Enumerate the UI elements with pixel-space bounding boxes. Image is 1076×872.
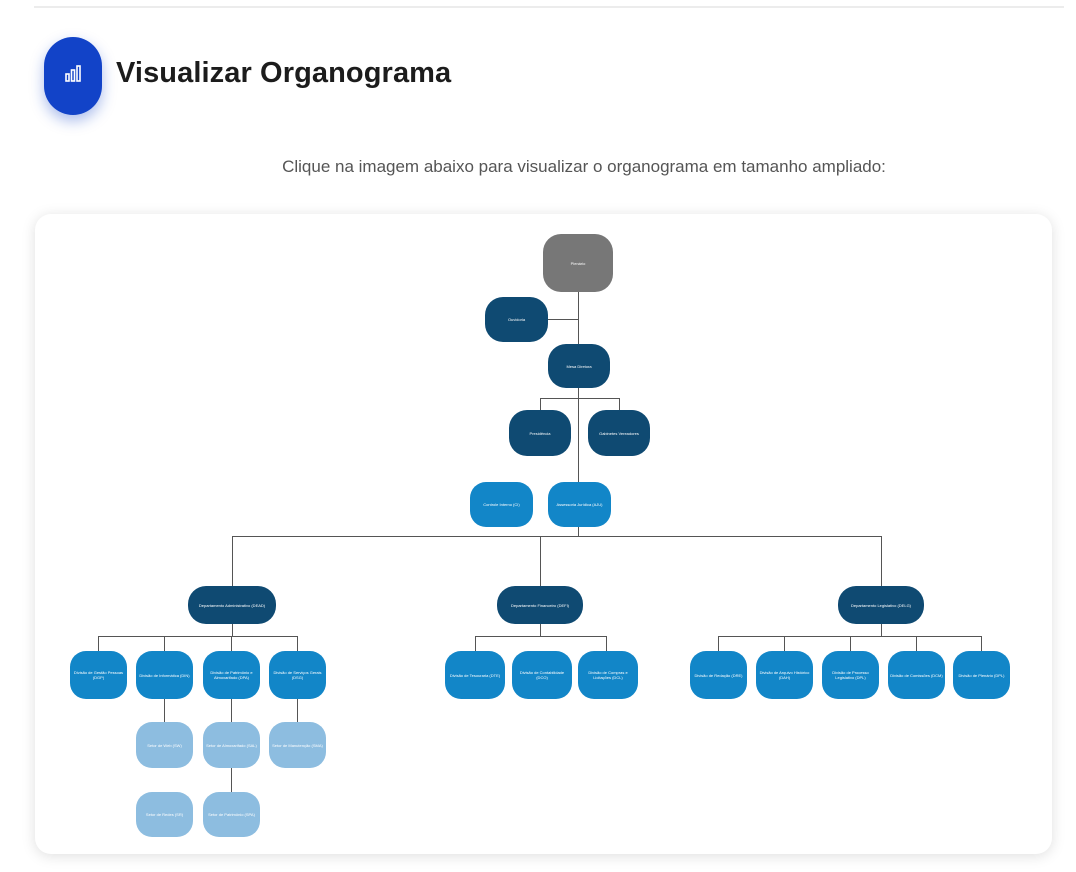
connector <box>540 624 541 636</box>
instructions-text: Clique na imagem abaixo para visualizar … <box>282 157 886 176</box>
org-node-div-informatica: Divisão de Informática (DIN) <box>136 651 193 699</box>
org-node-div-contabilidade: Divisão de Contabilidade (DCO) <box>512 651 572 699</box>
connector <box>619 398 620 410</box>
org-node-div-tesouraria: Divisão de Tesouraria (DTE) <box>445 651 505 699</box>
connector <box>578 292 579 536</box>
connector <box>98 636 297 637</box>
connector <box>232 624 233 636</box>
connector <box>164 697 165 722</box>
org-node-mesa-diretora: Mesa Diretora <box>548 344 610 388</box>
header-icon-badge <box>44 37 102 115</box>
connector <box>297 697 298 722</box>
org-node-dept-legislativo: Departamento Legislativo (DELG) <box>838 586 924 624</box>
connector <box>164 636 165 651</box>
connector <box>784 636 785 651</box>
connector <box>231 636 232 651</box>
org-node-div-processo: Divisão de Processo Legislativo (DPL) <box>822 651 879 699</box>
page-title: Visualizar Organograma <box>116 57 452 89</box>
connector <box>297 636 298 651</box>
org-node-dept-administrativo: Departamento Administrativo (DEAD) <box>188 586 276 624</box>
connector <box>981 636 982 651</box>
org-chart-image[interactable]: Plenário Ouvidoria Mesa Diretora Presidê… <box>35 214 1052 854</box>
org-node-div-arquivo: Divisão de Arquivo Histórico (DAH) <box>756 651 813 699</box>
org-node-div-comissoes: Divisão de Comissões (DCM) <box>888 651 945 699</box>
connector <box>540 398 620 399</box>
connector <box>475 636 476 651</box>
connector <box>98 636 99 651</box>
org-node-presidencia: Presidência <box>509 410 571 456</box>
connector <box>540 398 541 410</box>
org-node-div-servicos-gerais: Divisão de Serviços Gerais (DSG) <box>269 651 326 699</box>
connector <box>881 624 882 636</box>
org-node-plenario: Plenário <box>543 234 613 292</box>
org-node-div-patrimonio: Divisão de Patrimônio e Almoxarifado (DP… <box>203 651 260 699</box>
org-node-div-gestao-pessoas: Divisão de Gestão Pessoas (DGP) <box>70 651 127 699</box>
connector <box>718 636 719 651</box>
org-node-div-plenario: Divisão de Plenário (DPL) <box>953 651 1010 699</box>
org-node-setor-patrimonio: Setor de Patrimônio (SPA) <box>203 792 260 837</box>
connector <box>850 636 851 651</box>
connector <box>232 536 233 586</box>
org-node-setor-almoxarifado: Setor de Almoxarifado (SAL) <box>203 722 260 768</box>
org-node-setor-redes: Setor de Redes (SR) <box>136 792 193 837</box>
org-node-gabinetes: Gabinetes Vereadores <box>588 410 650 456</box>
connector <box>475 636 607 637</box>
connector <box>881 536 882 586</box>
org-node-dept-financeiro: Departamento Financeiro (DEFI) <box>497 586 583 624</box>
connector <box>916 636 917 651</box>
org-node-ouvidoria: Ouvidoria <box>485 297 548 342</box>
bar-chart-icon <box>63 64 83 89</box>
connector <box>232 536 882 537</box>
connector <box>606 636 607 651</box>
top-divider <box>34 6 1064 8</box>
org-node-div-compras: Divisão de Compras e Licitações (DCL) <box>578 651 638 699</box>
connector <box>548 319 579 320</box>
org-node-div-redacao: Divisão de Redação (DRE) <box>690 651 747 699</box>
org-node-setor-manutencao: Setor de Manutenção (SMA) <box>269 722 326 768</box>
org-node-assessoria-juridica: Assessoria Jurídica (AJU) <box>548 482 611 527</box>
org-node-controle-interno: Controle Interno (CI) <box>470 482 533 527</box>
org-node-setor-web: Setor de Web (SW) <box>136 722 193 768</box>
connector <box>540 536 541 586</box>
